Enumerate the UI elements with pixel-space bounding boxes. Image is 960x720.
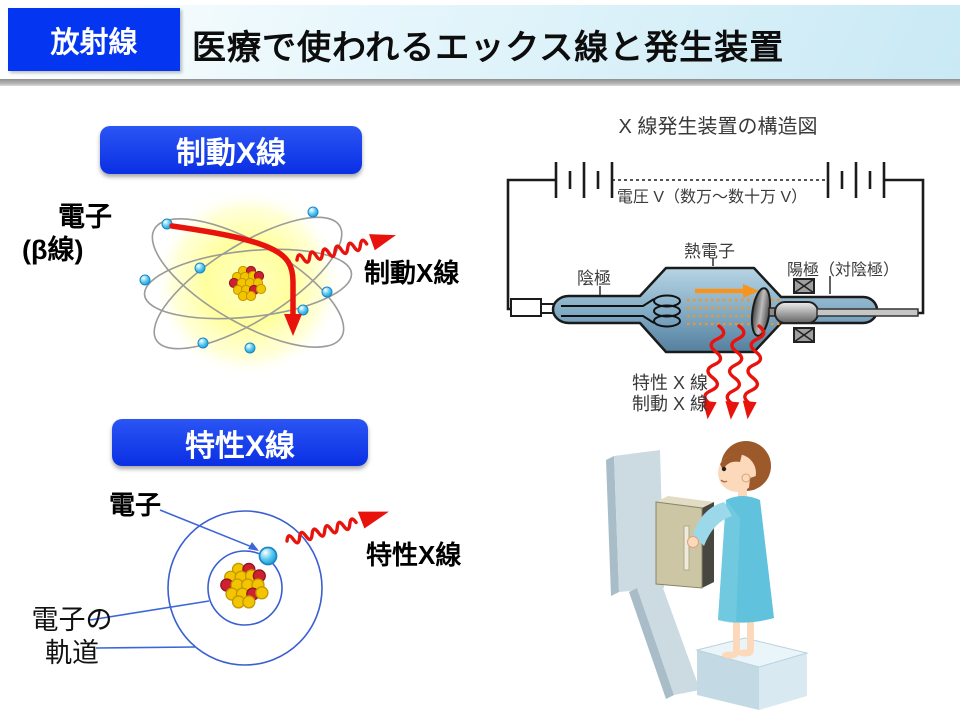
- filament-coil: [561, 294, 681, 328]
- bremsstrahlung-heading: 制動X線: [100, 126, 362, 174]
- leg: [747, 616, 754, 652]
- incident-electron-label-line2: (β線): [22, 235, 84, 265]
- foot: [737, 649, 753, 657]
- emitted-xray-arrows: [702, 324, 766, 420]
- characteristic-xray-wavy-arrow: [285, 511, 389, 545]
- xray-generator-diagram: [506, 162, 925, 420]
- electron-pointer-arrowhead: [248, 542, 259, 551]
- header-rule: [0, 79, 960, 86]
- shield-block-bottom: [793, 327, 815, 343]
- orbit-pointer-lines: [89, 600, 210, 649]
- eye: [721, 466, 727, 472]
- cathode-label: 陰極: [577, 269, 611, 288]
- step-platform: [695, 637, 809, 710]
- outer-electron-orbit: [167, 510, 323, 666]
- ear: [741, 473, 751, 483]
- leg: [733, 616, 740, 654]
- right-circuit-wire: [884, 178, 925, 315]
- characteristic-electron-label: 電子: [109, 490, 162, 520]
- battery-symbol-right: [826, 162, 886, 198]
- handle-slot: [683, 525, 690, 571]
- generator-diagram-title: X 線発生装置の構造図: [618, 116, 818, 138]
- characteristic-xray-label: 特性X線: [366, 540, 462, 570]
- orbit-electron: [258, 546, 278, 566]
- anode-rod: [816, 308, 919, 317]
- bremsstrahlung-xray-label: 制動X線: [364, 258, 460, 288]
- mouth: [720, 479, 728, 483]
- thermionic-electron-label: 熱電子: [684, 242, 735, 261]
- anode-cylinder: [774, 301, 819, 324]
- inner-electron-orbit: [207, 550, 283, 626]
- bremsstrahlung-atom-diagram: [139, 188, 396, 378]
- electron-pointer-line: [159, 509, 258, 550]
- characteristic-atom-diagram: [89, 509, 389, 666]
- anode-label: 陽極（対陰極）: [787, 262, 900, 279]
- sleeve: [693, 502, 732, 546]
- foot: [722, 651, 738, 659]
- hand: [687, 536, 699, 548]
- bremsstrahlung-xray-wavy-arrow: [295, 234, 396, 264]
- left-circuit-wire: [506, 178, 556, 311]
- electron-path-arrow: [169, 223, 296, 319]
- electron-path-arrowhead: [284, 314, 302, 336]
- incident-electron-label-line1: 電子: [58, 202, 112, 232]
- electron-orbit-label: 電子の 軌道: [31, 605, 113, 668]
- patient: [687, 441, 774, 659]
- xray-stand: [606, 450, 700, 699]
- neck: [738, 488, 747, 498]
- page-title: 医療で使われるエックス線と発生装置: [192, 29, 785, 67]
- xray-tube-body: [551, 266, 879, 354]
- battery-symbol-left: [554, 162, 614, 198]
- nucleus: [220, 562, 269, 609]
- characteristic-heading: 特性X線: [112, 419, 368, 466]
- shield-block-top: [793, 278, 815, 294]
- patient-xray-machine-illustration: [606, 441, 809, 710]
- voltage-label: 電圧 V（数万～数十万 V）: [616, 189, 808, 206]
- emitted-xray-label: 特性 X 線 制動 X 線: [631, 373, 708, 414]
- category-badge: 放射線: [8, 8, 180, 71]
- cathode-connector: [510, 298, 555, 317]
